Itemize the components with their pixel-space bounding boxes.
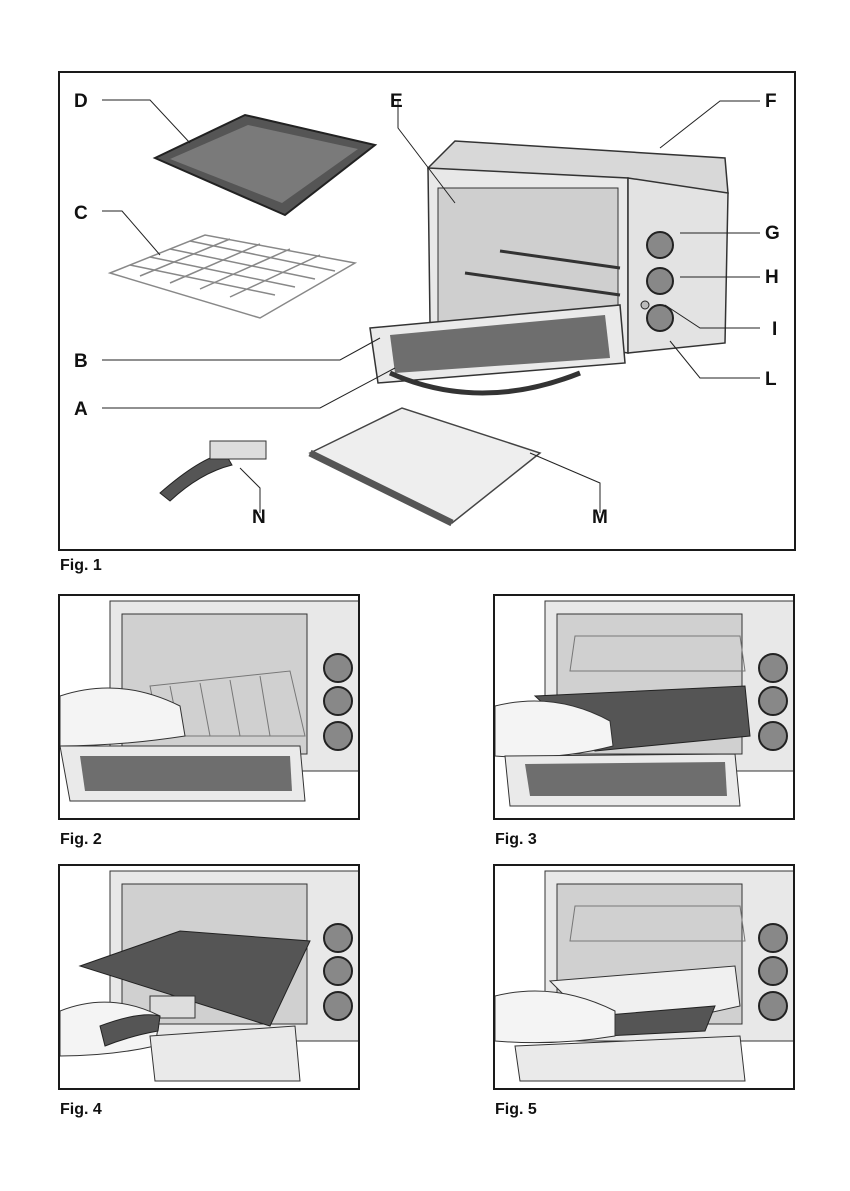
figure-1-caption: Fig. 1 (60, 557, 102, 575)
label-l: L (765, 369, 777, 390)
label-c: C (74, 203, 88, 224)
label-d: D (74, 91, 88, 112)
toaster-oven (370, 141, 728, 393)
figure-5-illustration (495, 866, 793, 1088)
figure-4-panel (58, 864, 360, 1090)
figure-5-caption: Fig. 5 (495, 1101, 537, 1119)
label-g: G (765, 223, 780, 244)
figure-1-illustration: D C E F G H I L B A M N (60, 73, 794, 549)
baking-tray-d (155, 115, 375, 215)
label-n: N (252, 507, 266, 528)
timer-knob-l (647, 305, 673, 331)
pilot-light-i (641, 301, 649, 309)
figure-3-illustration (495, 596, 793, 818)
figure-4-illustration (60, 866, 358, 1088)
label-a: A (74, 399, 88, 420)
label-e: E (390, 91, 403, 112)
figure-4-caption: Fig. 4 (60, 1101, 102, 1119)
figure-3-caption: Fig. 3 (495, 831, 537, 849)
figure-3-panel (493, 594, 795, 820)
wire-rack-c (110, 235, 355, 318)
figure-2-caption: Fig. 2 (60, 831, 102, 849)
label-i: I (772, 319, 777, 340)
tray-handle-n (160, 441, 266, 501)
figure-2-panel (58, 594, 360, 820)
label-b: B (74, 351, 88, 372)
label-h: H (765, 267, 779, 288)
temperature-knob-g (647, 232, 673, 258)
label-m: M (592, 507, 608, 528)
function-knob-h (647, 268, 673, 294)
figure-1-panel: D C E F G H I L B A M N (58, 71, 796, 551)
figure-2-illustration (60, 596, 358, 818)
crumb-tray-m (310, 408, 540, 523)
figure-5-panel (493, 864, 795, 1090)
label-f: F (765, 91, 777, 112)
